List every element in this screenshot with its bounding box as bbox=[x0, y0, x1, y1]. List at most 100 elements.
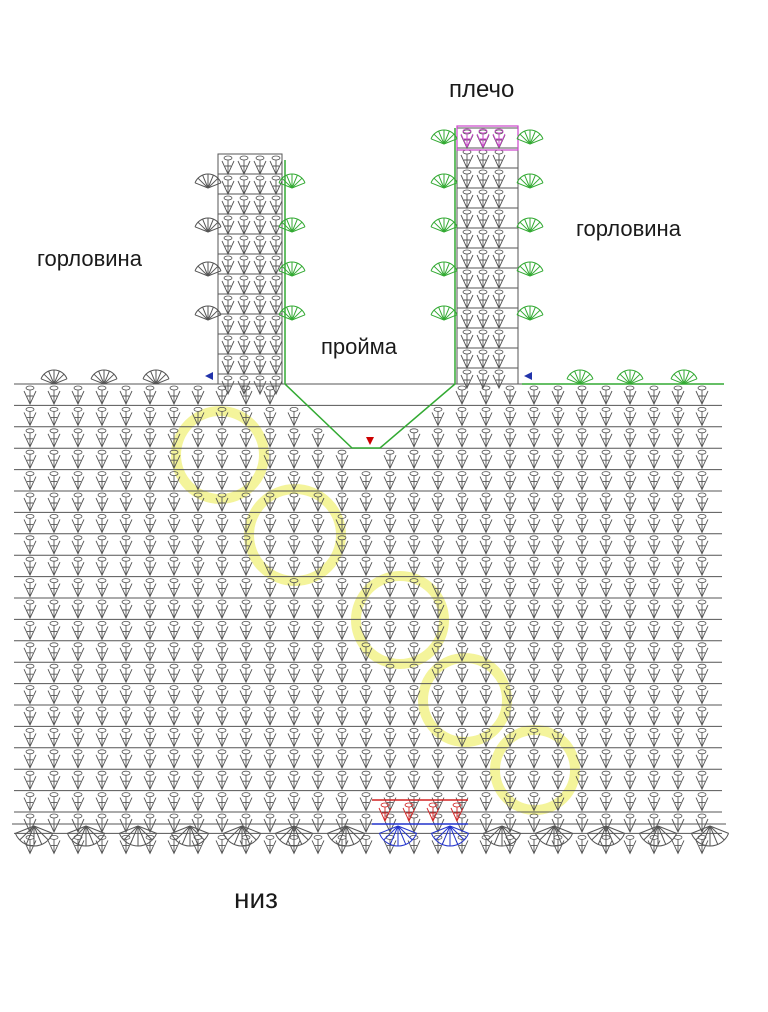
stitch-symbol bbox=[95, 514, 109, 534]
stitch-symbol bbox=[47, 471, 61, 491]
stitch-symbol bbox=[647, 449, 661, 470]
stitch-symbol bbox=[263, 706, 277, 727]
stitch-symbol bbox=[239, 578, 253, 598]
stitch-symbol bbox=[476, 128, 490, 149]
stitch-symbol bbox=[407, 449, 421, 470]
stitch-symbol bbox=[47, 663, 61, 684]
stitch-symbol bbox=[460, 369, 474, 390]
stitch-symbol bbox=[269, 315, 283, 336]
stitch-symbol bbox=[407, 578, 421, 598]
stitch-symbol bbox=[527, 792, 541, 812]
shell-symbol bbox=[566, 369, 594, 385]
stitch-symbol bbox=[575, 706, 589, 727]
stitch-symbol bbox=[431, 406, 445, 427]
stitch-symbol bbox=[167, 749, 181, 769]
stitch-symbol bbox=[476, 369, 490, 390]
stitch-symbol bbox=[311, 728, 325, 748]
stitch-symbol bbox=[383, 770, 397, 791]
stitch-symbol bbox=[671, 406, 685, 427]
stitch-symbol bbox=[119, 406, 133, 427]
stitch-symbol bbox=[239, 792, 253, 812]
stitch-symbol bbox=[23, 642, 37, 662]
stitch-symbol bbox=[237, 375, 251, 396]
stitch-symbol bbox=[23, 535, 37, 555]
stitch-symbol bbox=[407, 514, 421, 534]
stitch-symbol bbox=[47, 449, 61, 470]
stitch-symbol bbox=[221, 195, 235, 216]
stitch-symbol bbox=[527, 514, 541, 534]
stitch-symbol bbox=[237, 355, 251, 376]
stitch-symbol bbox=[119, 449, 133, 470]
stitch-symbol bbox=[143, 385, 157, 406]
stitch-symbol bbox=[503, 492, 517, 513]
stitch-symbol bbox=[95, 706, 109, 727]
stitch-symbol bbox=[215, 535, 229, 555]
stitch-symbol bbox=[23, 770, 37, 791]
stitch-symbol bbox=[23, 578, 37, 598]
stitch-symbol bbox=[47, 706, 61, 727]
stitch-symbol bbox=[671, 813, 685, 834]
stitch-symbol bbox=[527, 385, 541, 406]
stitch-symbol bbox=[599, 642, 613, 662]
stitch-symbol bbox=[335, 621, 349, 641]
stitch-symbol bbox=[191, 770, 205, 791]
shell-symbol bbox=[482, 825, 522, 847]
stitch-symbol bbox=[263, 535, 277, 555]
stitch-symbol bbox=[335, 706, 349, 727]
stitch-symbol bbox=[527, 556, 541, 577]
stitch-symbol bbox=[479, 792, 493, 812]
stitch-symbol bbox=[431, 428, 445, 448]
stitch-symbol bbox=[575, 471, 589, 491]
stitch-symbol bbox=[431, 792, 445, 812]
stitch-symbol bbox=[143, 471, 157, 491]
stitch-symbol bbox=[479, 621, 493, 641]
stitch-symbol bbox=[450, 802, 464, 823]
shell-symbol bbox=[278, 305, 306, 321]
stitch-symbol bbox=[503, 406, 517, 427]
stitch-symbol bbox=[71, 642, 85, 662]
stitch-symbol bbox=[335, 728, 349, 748]
stitch-symbol bbox=[503, 556, 517, 577]
stitch-symbol bbox=[671, 428, 685, 448]
stitch-symbol bbox=[599, 792, 613, 812]
stitch-symbol bbox=[167, 642, 181, 662]
stitch-symbol bbox=[695, 535, 709, 555]
stitch-symbol bbox=[492, 128, 506, 149]
stitch-symbol bbox=[237, 195, 251, 216]
stitch-symbol bbox=[71, 770, 85, 791]
stitch-symbol bbox=[455, 599, 469, 620]
stitch-symbol bbox=[269, 155, 283, 176]
stitch-symbol bbox=[527, 578, 541, 598]
stitch-symbol bbox=[599, 685, 613, 705]
stitch-symbol bbox=[647, 578, 661, 598]
stitch-symbol bbox=[23, 385, 37, 406]
stitch-symbol bbox=[479, 449, 493, 470]
neck-marker-left bbox=[205, 372, 213, 380]
stitch-symbol bbox=[215, 406, 229, 427]
stitch-symbol bbox=[23, 621, 37, 641]
stitch-symbol bbox=[479, 578, 493, 598]
stitch-symbol bbox=[647, 428, 661, 448]
stitch-symbol bbox=[551, 556, 565, 577]
stitch-symbol bbox=[239, 728, 253, 748]
stitch-symbol bbox=[71, 535, 85, 555]
stitch-symbol bbox=[492, 309, 506, 330]
stitch-symbol bbox=[492, 349, 506, 370]
neck-marker-right bbox=[524, 372, 532, 380]
stitch-symbol bbox=[215, 642, 229, 662]
stitch-symbol bbox=[47, 385, 61, 406]
stitch-symbol bbox=[695, 492, 709, 513]
stitch-symbol bbox=[167, 578, 181, 598]
stitch-symbol bbox=[551, 492, 565, 513]
stitch-symbol bbox=[575, 578, 589, 598]
stitch-symbol bbox=[95, 685, 109, 705]
stitch-symbol bbox=[287, 685, 301, 705]
shell-symbol bbox=[430, 261, 458, 277]
stitch-symbol bbox=[143, 792, 157, 812]
shell-symbol bbox=[326, 825, 366, 847]
stitch-symbol bbox=[479, 770, 493, 791]
stitch-symbol bbox=[311, 599, 325, 620]
stitch-symbol bbox=[476, 249, 490, 270]
stitch-symbol bbox=[575, 406, 589, 427]
stitch-symbol bbox=[407, 492, 421, 513]
